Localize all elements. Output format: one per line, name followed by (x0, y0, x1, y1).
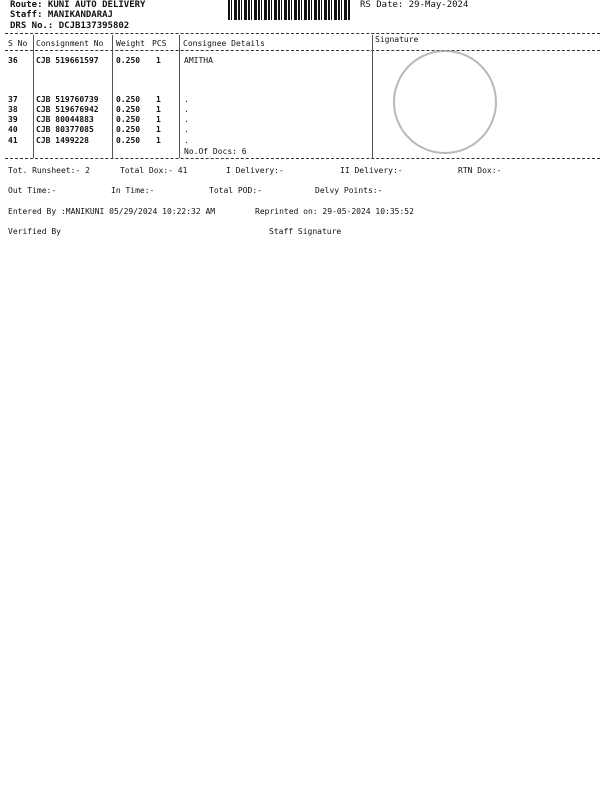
total-dox: Total Dox:- 41 (120, 166, 188, 175)
staff-signature: Staff Signature (269, 227, 342, 236)
total-pod: Total POD:- (209, 186, 262, 195)
row-sno: 39 (8, 115, 18, 124)
row-sno: 37 (8, 95, 18, 104)
barcode (228, 0, 350, 20)
col-consignee: Consignee Details (183, 39, 265, 48)
row-sno: 40 (8, 125, 18, 134)
tot-runsheet: Tot. Runsheet:- 2 (8, 166, 90, 175)
col-pcs: PCS (152, 39, 167, 48)
row-sno: 36 (8, 56, 18, 65)
row-cn: CJB 519661597 (36, 56, 99, 65)
rtn-dox: RTN Dox:- (458, 166, 502, 175)
entered-by: Entered By :MANIKUNI 05/29/2024 10:22:32… (8, 207, 216, 216)
route-label: Route: KUNI AUTO DELIVERY (10, 0, 146, 10)
row-cn: CJB 80044883 (36, 115, 94, 124)
col-sno: S No (8, 39, 28, 48)
row-cn: CJB 80377085 (36, 125, 94, 134)
drs-number: DRS No.: DCJB137395802 (10, 21, 130, 31)
row-pcs: 1 (156, 95, 161, 104)
row-consignee: . (184, 136, 189, 145)
row-pcs: 1 (156, 125, 161, 134)
col-signature: Signature (375, 35, 419, 44)
reprinted-on: Reprinted on: 29-05-2024 10:35:52 (255, 207, 414, 216)
no-of-docs: No.Of Docs: 6 (184, 147, 247, 156)
row-weight: 0.250 (116, 136, 141, 145)
row-cn: CJB 519676942 (36, 105, 99, 114)
row-weight: 0.250 (116, 56, 141, 65)
ii-delivery: II Delivery:- (340, 166, 403, 175)
row-cn: CJB 1499228 (36, 136, 89, 145)
col-consignment: Consignment No (36, 39, 104, 48)
row-weight: 0.250 (116, 115, 141, 124)
out-time: Out Time:- (8, 186, 57, 195)
row-sno: 38 (8, 105, 18, 114)
verified-by: Verified By (8, 227, 61, 236)
row-consignee: . (184, 125, 189, 134)
signature-stamp (393, 50, 497, 154)
row-consignee: . (184, 95, 189, 104)
row-pcs: 1 (156, 56, 161, 65)
row-pcs: 1 (156, 105, 161, 114)
row-consignee: AMITHA (184, 56, 213, 65)
row-pcs: 1 (156, 115, 161, 124)
row-pcs: 1 (156, 136, 161, 145)
i-delivery: I Delivery:- (226, 166, 284, 175)
delvy-points: Delvy Points:- (315, 186, 383, 195)
row-cn: CJB 519760739 (36, 95, 99, 104)
row-sno: 41 (8, 136, 18, 145)
col-weight: Weight (116, 39, 145, 48)
row-weight: 0.250 (116, 95, 141, 104)
row-consignee: . (184, 115, 189, 124)
row-weight: 0.250 (116, 125, 141, 134)
row-consignee: . (184, 105, 189, 114)
in-time: In Time:- (111, 186, 155, 195)
row-weight: 0.250 (116, 105, 141, 114)
rs-date: RS Date: 29-May-2024 (360, 0, 469, 10)
staff-label: Staff: MANIKANDARAJ (10, 10, 113, 20)
